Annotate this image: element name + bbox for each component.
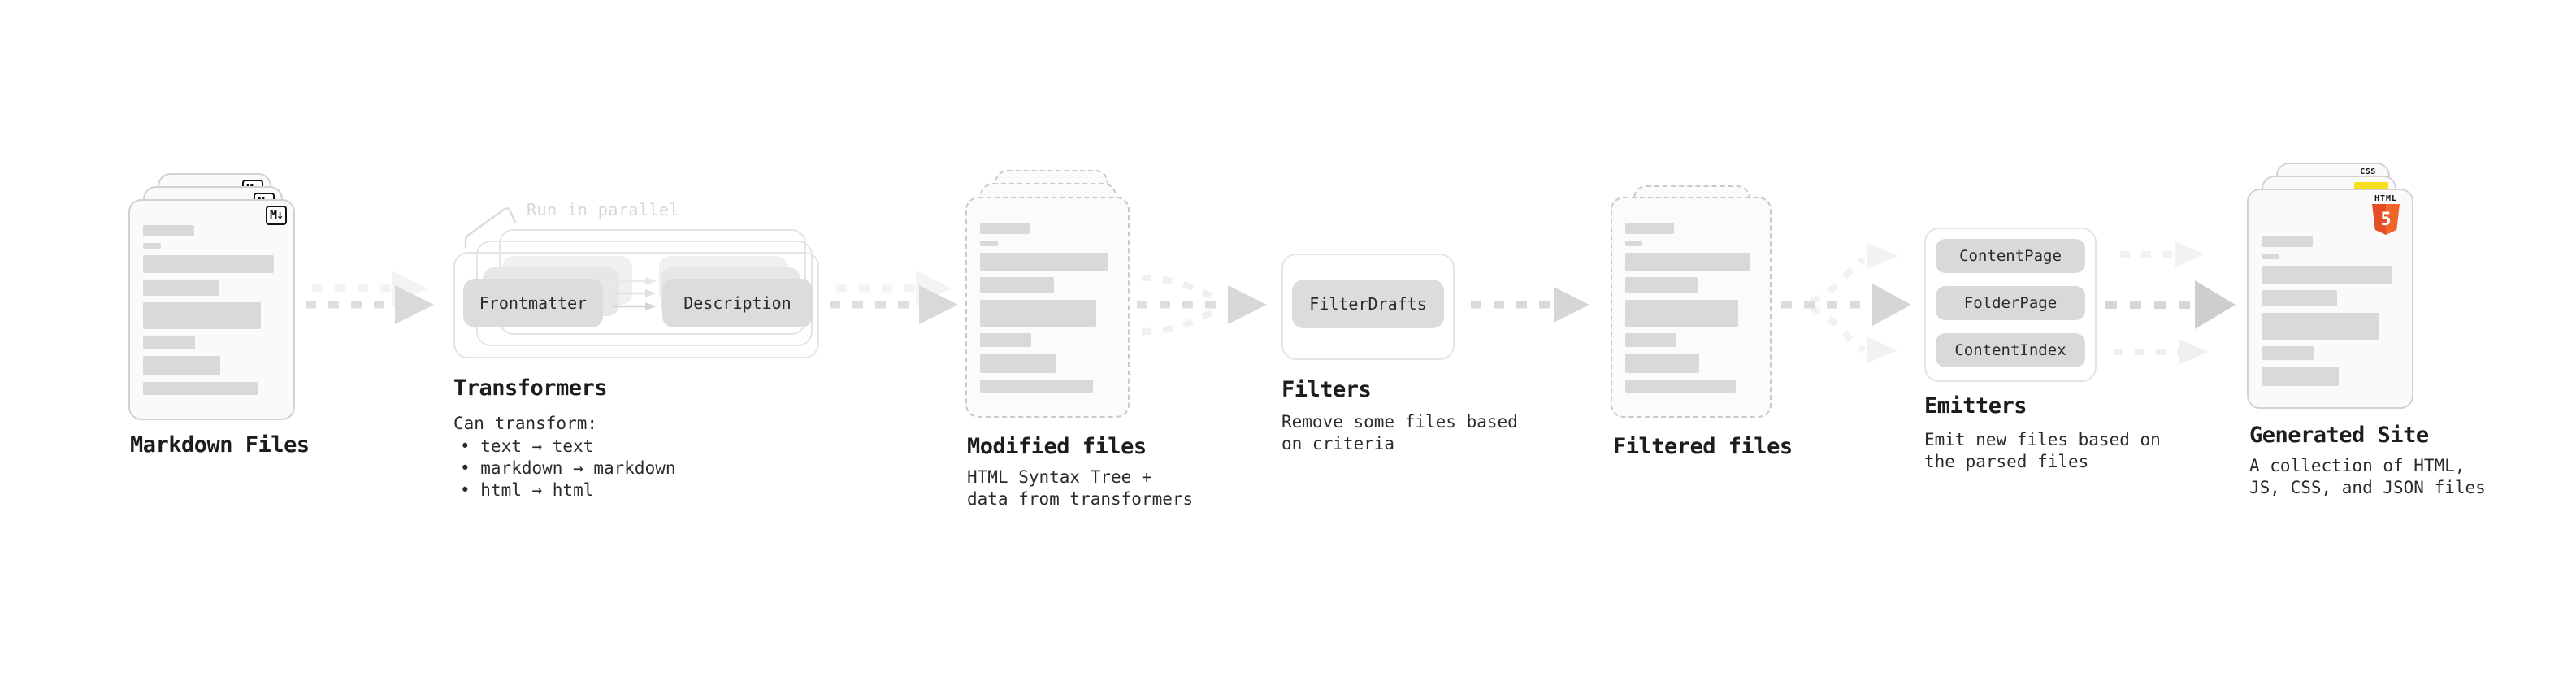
bullet-markdown-to-markdown: • markdown → markdown: [460, 458, 676, 478]
parallel-arrows-emitters-to-site: [2105, 241, 2236, 365]
file-content-placeholder: [143, 225, 280, 401]
pill-arrows: [613, 277, 657, 310]
filterdrafts-pill: FilterDrafts: [1292, 280, 1444, 328]
filtered-files-title: Filtered files: [1613, 434, 1793, 459]
modified-files-subtitle: HTML Syntax Tree + data from transformer…: [967, 467, 1194, 509]
description-pill: Description: [662, 279, 813, 327]
emitters-container: [1924, 228, 2097, 382]
bullet-html-to-html: • html → html: [460, 480, 594, 500]
flow-arrow-transformers-to-modified: [830, 271, 958, 324]
contentpage-pill: ContentPage: [1936, 239, 2085, 273]
folderpage-pill: FolderPage: [1936, 286, 2085, 320]
run-in-parallel-annotation: Run in parallel: [527, 200, 680, 219]
generated-site-title: Generated Site: [2249, 423, 2429, 448]
transformers-container-front: [453, 252, 819, 358]
transformers-subtitle: Can transform:: [453, 414, 598, 433]
callout-line: [464, 207, 517, 249]
flow-arrow-markdown-to-transformers: [306, 271, 434, 324]
transformers-bullet-list: • text → text • markdown → markdown • ht…: [460, 436, 676, 501]
fanout-arrow-filtered-to-emitters: [1781, 243, 1911, 363]
file-content-placeholder: [1625, 223, 1757, 399]
filters-container: [1281, 254, 1455, 360]
html5-icon: HTML 5: [2370, 195, 2402, 235]
transformers-title: Transformers: [453, 375, 608, 401]
emitters-title: Emitters: [1924, 393, 2027, 419]
generated-site-subtitle: A collection of HTML, JS, CSS, and JSON …: [2249, 456, 2486, 497]
emitters-subtitle: Emit new files based on the parsed files: [1924, 430, 2161, 471]
markdown-file-card-front: M↓: [128, 199, 295, 420]
file-content-placeholder: [2262, 236, 2399, 393]
modified-file-card-front: [965, 197, 1130, 418]
file-content-placeholder: [980, 223, 1115, 399]
filtered-file-card-front: [1611, 197, 1772, 418]
bullet-text-to-text: • text → text: [460, 436, 594, 456]
filters-subtitle: Remove some files based on criteria: [1281, 412, 1518, 453]
modified-files-title: Modified files: [967, 434, 1147, 459]
generated-file-card-front: HTML 5: [2247, 189, 2413, 409]
markdown-icon: M↓: [265, 206, 287, 225]
contentindex-pill: ContentIndex: [1936, 333, 2085, 367]
converge-arrow-modified-to-filters: [1137, 275, 1267, 335]
markdown-files-title: Markdown Files: [130, 432, 310, 458]
filters-title: Filters: [1281, 377, 1372, 402]
frontmatter-pill: Frontmatter: [463, 279, 603, 327]
flow-arrow-filters-to-filtered: [1471, 287, 1589, 323]
